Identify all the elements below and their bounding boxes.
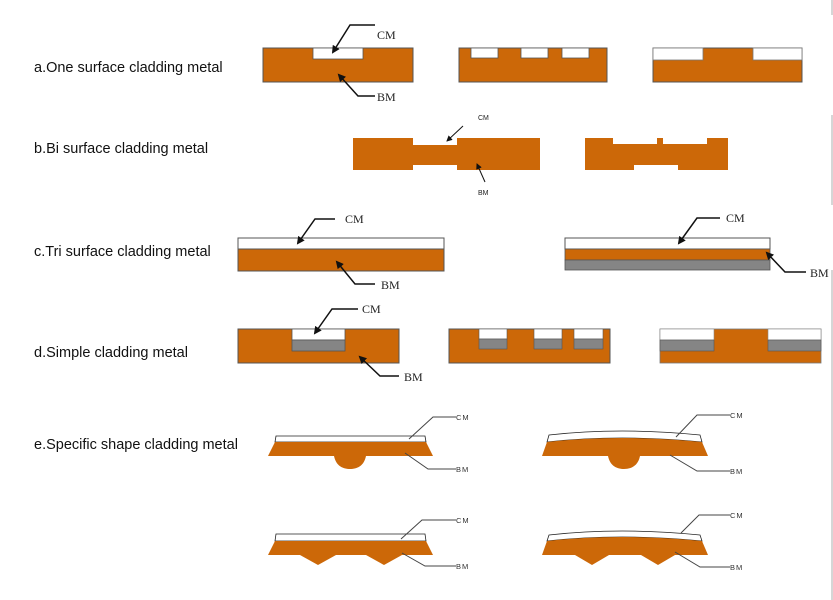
- row-b-diagram-2: [585, 138, 728, 170]
- cm-label: CM: [478, 115, 489, 122]
- bm-label-2: BM: [810, 266, 829, 280]
- row-a-label: a.One surface cladding metal: [34, 60, 223, 76]
- row-b-label: b.Bi surface cladding metal: [34, 141, 209, 157]
- bm-label: BM: [404, 370, 423, 384]
- row-e-diagram-2: CM BM: [542, 411, 744, 476]
- row-a-diagram-3: [652, 47, 803, 83]
- row-c-diagram-2: CM BM: [564, 211, 829, 280]
- bm-label: BM: [456, 465, 469, 474]
- bm-label-4: BM: [730, 563, 743, 572]
- cm-label-4: CM: [730, 511, 744, 520]
- cm-label-2: CM: [726, 211, 745, 225]
- row-e-label: e.Specific shape cladding metal: [34, 437, 238, 453]
- bm-label-3: BM: [456, 562, 469, 571]
- cm-label: CM: [362, 302, 381, 316]
- bm-label: BM: [381, 278, 400, 292]
- row-d-label: d.Simple cladding metal: [34, 345, 188, 361]
- cm-label: CM: [377, 28, 396, 42]
- row-d-diagram-1: CM BM: [237, 302, 423, 384]
- row-d-diagram-3: [659, 328, 822, 364]
- row-e-diagram-1: CM BM: [268, 413, 470, 474]
- cm-label-2: CM: [730, 411, 744, 420]
- cm-label-3: CM: [456, 516, 470, 525]
- row-c-diagram-1: CM BM: [237, 212, 445, 292]
- bm-label: BM: [377, 90, 396, 104]
- row-c-label: c.Tri surface cladding metal: [34, 244, 211, 260]
- cm-label: CM: [345, 212, 364, 226]
- row-a-diagram-2: [458, 47, 608, 83]
- bm-label: BM: [478, 190, 489, 197]
- row-b-diagram-1: CM BM: [353, 115, 540, 197]
- row-e-diagram-3: CM BM: [268, 516, 470, 571]
- bm-label-2: BM: [730, 467, 743, 476]
- row-d-diagram-2: [448, 328, 611, 364]
- row-a-diagram-1: CM BM: [262, 24, 414, 104]
- row-e-diagram-4: CM BM: [542, 511, 744, 572]
- cm-label: CM: [456, 413, 470, 422]
